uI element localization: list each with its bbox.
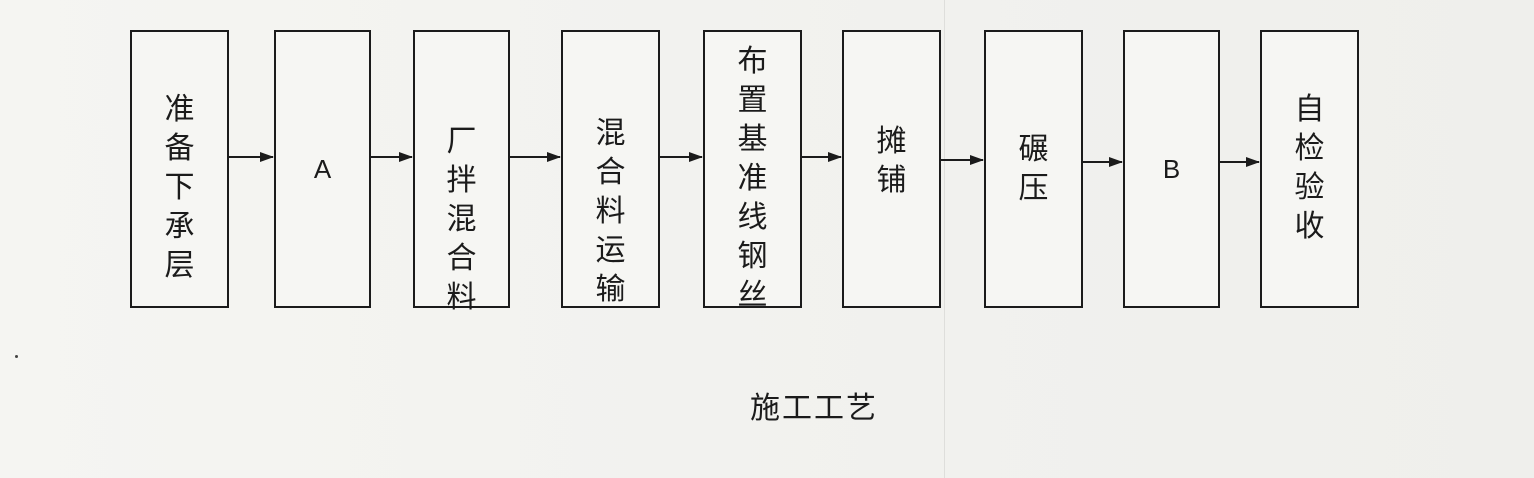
step-box-5: 布 置 基 准 线 钢 丝 [703,30,802,313]
step-label-9: 自 检 验 收 [1294,92,1325,244]
step-box-9: 自 检 验 收 [1260,30,1359,308]
step-box-4: 混 合 料 运 输 [561,30,660,308]
step-label-5: 布 置 基 准 线 钢 丝 [737,44,768,313]
step-box-3: 厂 拌 混 合 料 [413,30,510,315]
step-box-1: 准 备 下 承 层 [130,30,229,308]
step-box-2: A [274,30,371,308]
step-label-1: 准 备 下 承 层 [164,92,195,283]
step-label-7: 碾 压 [1018,132,1049,206]
figure-caption: 施工工艺 [750,391,878,426]
step-label-6: 摊 铺 [876,124,907,198]
step-label-2: A [313,153,332,184]
step-label-4: 混 合 料 运 输 [595,116,626,307]
step-label-3: 厂 拌 混 合 料 [446,124,477,315]
step-box-8: B [1123,30,1220,308]
step-box-6: 摊 铺 [842,30,941,308]
step-label-8: B [1162,153,1181,184]
step-box-7: 碾 压 [984,30,1083,308]
stray-dot [15,355,18,358]
page-fold-line [944,0,945,478]
